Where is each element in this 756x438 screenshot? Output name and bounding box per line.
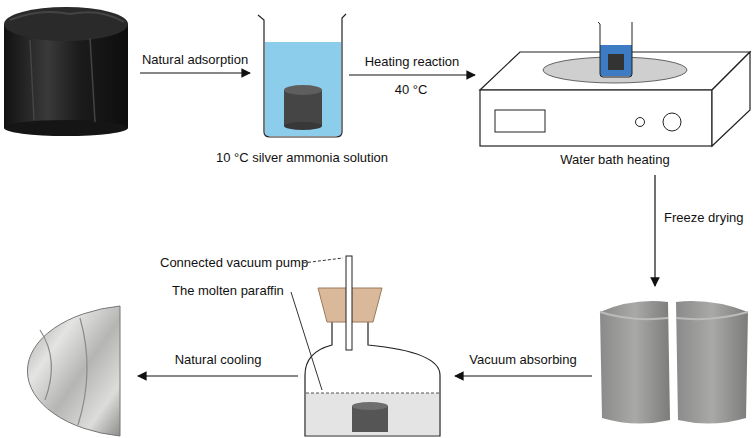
stage-label: 10 °C silver ammonia solution	[216, 150, 388, 165]
vacuum-flask	[305, 256, 440, 436]
step-label: Freeze drying	[664, 210, 743, 226]
leader-line	[303, 258, 343, 263]
step-label: Natural adsorption	[142, 52, 248, 68]
part-label: Connected vacuum pump	[160, 255, 308, 271]
process-arrow	[455, 375, 592, 376]
black-sample-photo	[4, 7, 128, 136]
process-arrow	[654, 175, 655, 286]
process-arrow	[140, 72, 250, 73]
grey-sample-photo	[600, 301, 748, 423]
step-label: Heating reaction	[363, 54, 462, 70]
temperature-label: 40 °C	[395, 82, 428, 98]
stage-label: Water bath heating	[560, 152, 669, 167]
water-bath	[480, 22, 750, 146]
beaker-stage: 10 °C silver ammonia solution	[258, 12, 346, 138]
process-arrow	[138, 375, 298, 376]
silver-sample-photo	[27, 306, 120, 436]
process-arrow	[349, 74, 475, 75]
water-bath-stage: Water bath heating	[478, 18, 752, 146]
step-label: Natural cooling	[175, 352, 262, 368]
beaker	[258, 14, 346, 137]
leader-line	[291, 292, 322, 390]
part-label: The molten paraffin	[172, 283, 284, 299]
step-label: Vacuum absorbing	[469, 352, 576, 368]
